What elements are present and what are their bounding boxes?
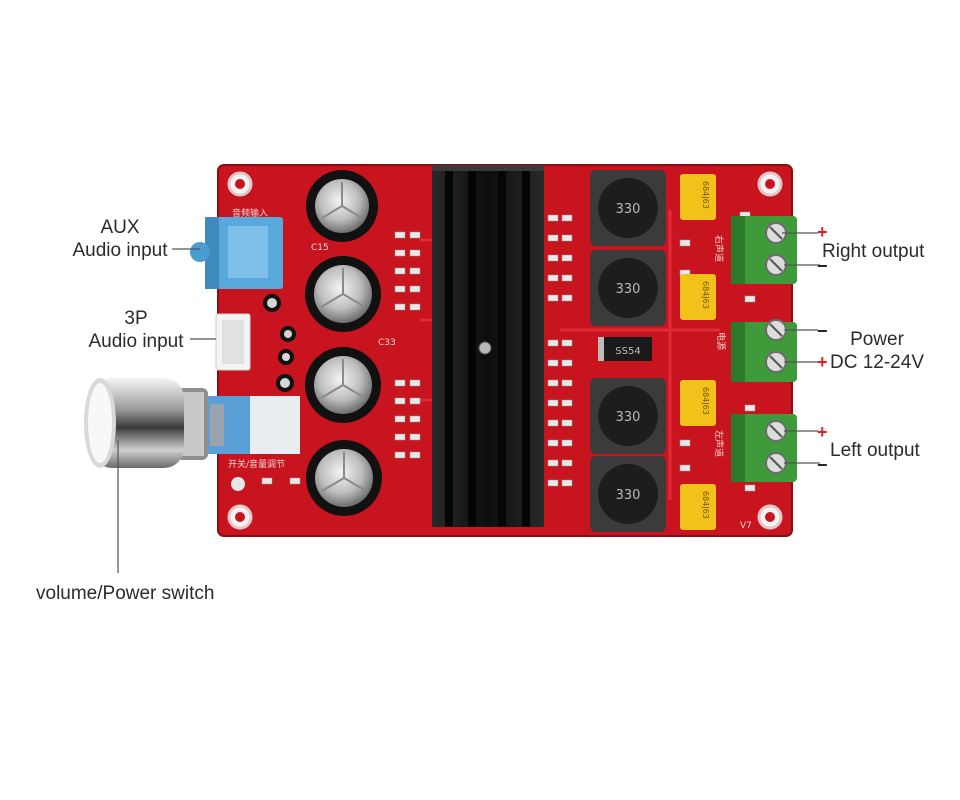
inductors — [590, 170, 666, 532]
aux-label-line2: Audio input — [72, 240, 168, 261]
right-channel-silk: 右声道 — [713, 235, 725, 262]
left-minus-sign: − — [817, 455, 828, 475]
led-indicator — [231, 477, 245, 491]
inductor-label-2: 330 — [616, 282, 641, 297]
power-label: Power DC 12-24V — [830, 328, 924, 374]
3p-label: 3P Audio input — [84, 307, 188, 353]
aux-label-line1: AUX — [100, 217, 140, 238]
inductor-label-3: 330 — [616, 410, 641, 425]
left-channel-silk: 左声道 — [713, 430, 725, 457]
aux-jack — [190, 217, 283, 289]
power-label-line1: Power — [850, 329, 904, 350]
film-cap-label-3: 684J63 — [701, 387, 710, 415]
film-cap-label-4: 684J63 — [701, 491, 710, 519]
right-minus-sign: − — [817, 256, 828, 276]
aux-silk: 音频输入 — [232, 207, 268, 219]
heatsink — [432, 165, 544, 527]
film-capacitors — [680, 174, 716, 530]
electrolytic-capacitors — [305, 170, 382, 516]
leader-lines — [117, 232, 820, 573]
left-output-label: Left output — [830, 440, 920, 461]
volume-label: volume/Power switch — [36, 583, 215, 604]
right-plus-sign: + — [817, 222, 828, 242]
3p-label-line1: 3P — [124, 308, 148, 329]
inductor-label-1: 330 — [616, 202, 641, 217]
switch-silk: 开关/音量调节 — [228, 458, 285, 470]
screw-terminals — [731, 216, 797, 482]
aux-label: AUX Audio input — [68, 216, 172, 262]
c33-silk: C33 — [378, 338, 396, 348]
film-cap-label-2: 684J63 — [701, 281, 710, 309]
diode — [598, 337, 652, 361]
inductor-label-4: 330 — [616, 488, 641, 503]
mounting-holes — [227, 171, 783, 530]
power-minus-sign: − — [817, 321, 828, 341]
smd-components — [261, 211, 756, 492]
c15-silk: C15 — [311, 243, 329, 253]
power-label-line2: DC 12-24V — [830, 352, 924, 373]
left-plus-sign: + — [817, 422, 828, 442]
power-silk: 电源 — [715, 332, 727, 350]
right-output-label: Right output — [822, 241, 925, 262]
version-silk: V7 — [740, 521, 752, 531]
3p-label-line2: Audio input — [88, 331, 184, 352]
film-cap-label-1: 684J63 — [701, 181, 710, 209]
3p-connector — [215, 313, 251, 371]
volume-knob — [84, 378, 300, 468]
power-plus-sign: + — [817, 352, 828, 372]
diode-label: SS54 — [615, 346, 640, 357]
